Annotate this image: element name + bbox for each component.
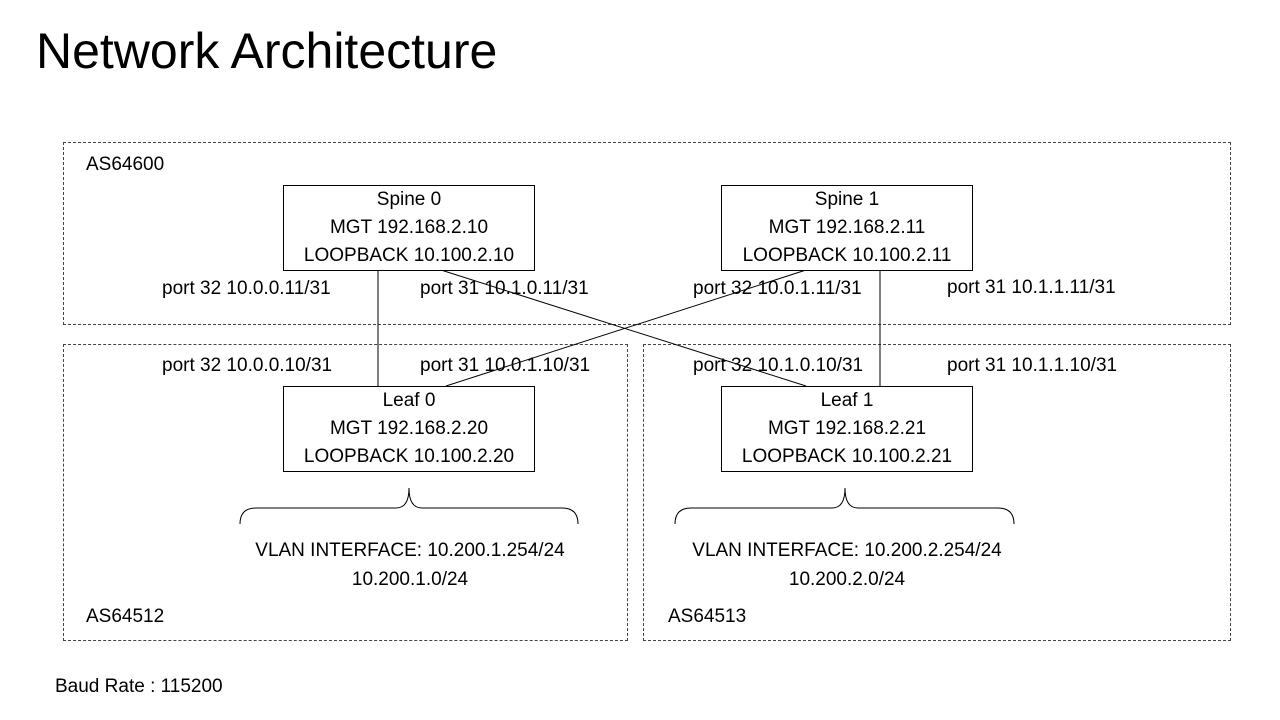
zone-leaf1: [643, 344, 1231, 641]
node-name: Spine 0: [376, 189, 442, 210]
node-loopback: LOOPBACK 10.100.2.20: [303, 446, 515, 467]
vlan-info-leaf1: VLAN INTERFACE: 10.200.2.254/24 10.200.2…: [657, 536, 1037, 594]
page-title: Network Architecture: [36, 23, 498, 79]
node-name: Spine 1: [814, 189, 880, 210]
spine0-node: Spine 0 MGT 192.168.2.10 LOOPBACK 10.100…: [283, 185, 535, 271]
as-label-spine: AS64600: [86, 154, 165, 175]
node-mgt: MGT 192.168.2.20: [329, 418, 489, 439]
node-mgt: MGT 192.168.2.21: [767, 418, 927, 439]
baud-rate: Baud Rate : 115200: [55, 676, 223, 697]
link-spine0-leaf1: [440, 269, 807, 387]
leaf0-node: Leaf 0 MGT 192.168.2.20 LOOPBACK 10.100.…: [283, 386, 535, 472]
spine1-node: Spine 1 MGT 192.168.2.11 LOOPBACK 10.100…: [721, 185, 973, 271]
port-label-spine0-p31: port 31 10.1.0.11/31: [420, 278, 589, 299]
brace-leaf1: [674, 487, 1015, 525]
port-label-leaf0-p31: port 31 10.0.1.10/31: [420, 355, 591, 376]
port-label-spine0-p32: port 32 10.0.0.11/31: [162, 278, 331, 299]
node-mgt: MGT 192.168.2.11: [768, 217, 926, 238]
port-label-spine1-p31: port 31 10.1.1.11/31: [947, 277, 1116, 298]
port-label-leaf1-p32: port 32 10.1.0.10/31: [693, 355, 864, 376]
port-label-leaf1-p31: port 31 10.1.1.10/31: [947, 355, 1118, 376]
as-label-leaf1: AS64513: [668, 606, 747, 627]
brace-leaf0: [239, 487, 579, 525]
node-loopback: LOOPBACK 10.100.2.21: [741, 446, 953, 467]
port-label-spine1-p32: port 32 10.0.1.11/31: [693, 278, 862, 299]
vlan-subnet: 10.200.2.0/24: [788, 569, 906, 590]
port-label-leaf0-p32: port 32 10.0.0.10/31: [162, 355, 333, 376]
leaf1-node: Leaf 1 MGT 192.168.2.21 LOOPBACK 10.100.…: [721, 386, 973, 472]
vlan-subnet: 10.200.1.0/24: [351, 569, 469, 590]
node-name: Leaf 0: [382, 390, 436, 411]
node-mgt: MGT 192.168.2.10: [329, 217, 489, 238]
node-name: Leaf 1: [820, 390, 874, 411]
vlan-interface: VLAN INTERFACE: 10.200.2.254/24: [692, 540, 1002, 561]
zone-spine: [63, 142, 1231, 325]
vlan-info-leaf0: VLAN INTERFACE: 10.200.1.254/24 10.200.1…: [220, 536, 600, 594]
as-label-leaf0: AS64512: [86, 606, 165, 627]
zone-leaf0: [63, 344, 628, 641]
node-loopback: LOOPBACK 10.100.2.10: [303, 245, 515, 266]
node-loopback: LOOPBACK 10.100.2.11: [742, 245, 952, 266]
vlan-interface: VLAN INTERFACE: 10.200.1.254/24: [255, 540, 565, 561]
link-spine1-leaf0: [445, 269, 807, 387]
